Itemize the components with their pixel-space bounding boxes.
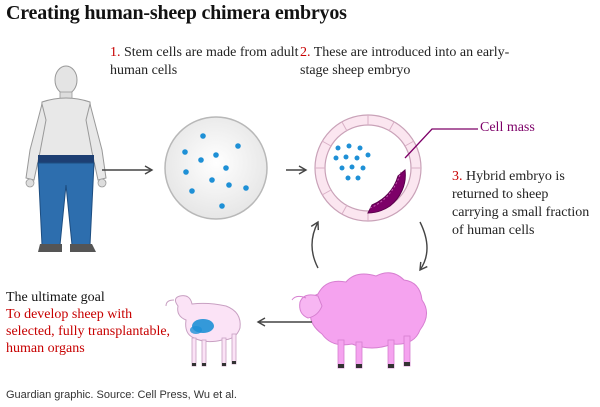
stem-cell-dish-icon — [165, 117, 267, 219]
arrow-icon — [420, 222, 427, 270]
adult-sheep-icon — [292, 273, 427, 368]
sheep-embryo-icon — [315, 115, 421, 221]
human-figure-icon — [26, 66, 106, 252]
lamb-icon — [166, 296, 240, 366]
arrow-icon — [312, 222, 318, 268]
